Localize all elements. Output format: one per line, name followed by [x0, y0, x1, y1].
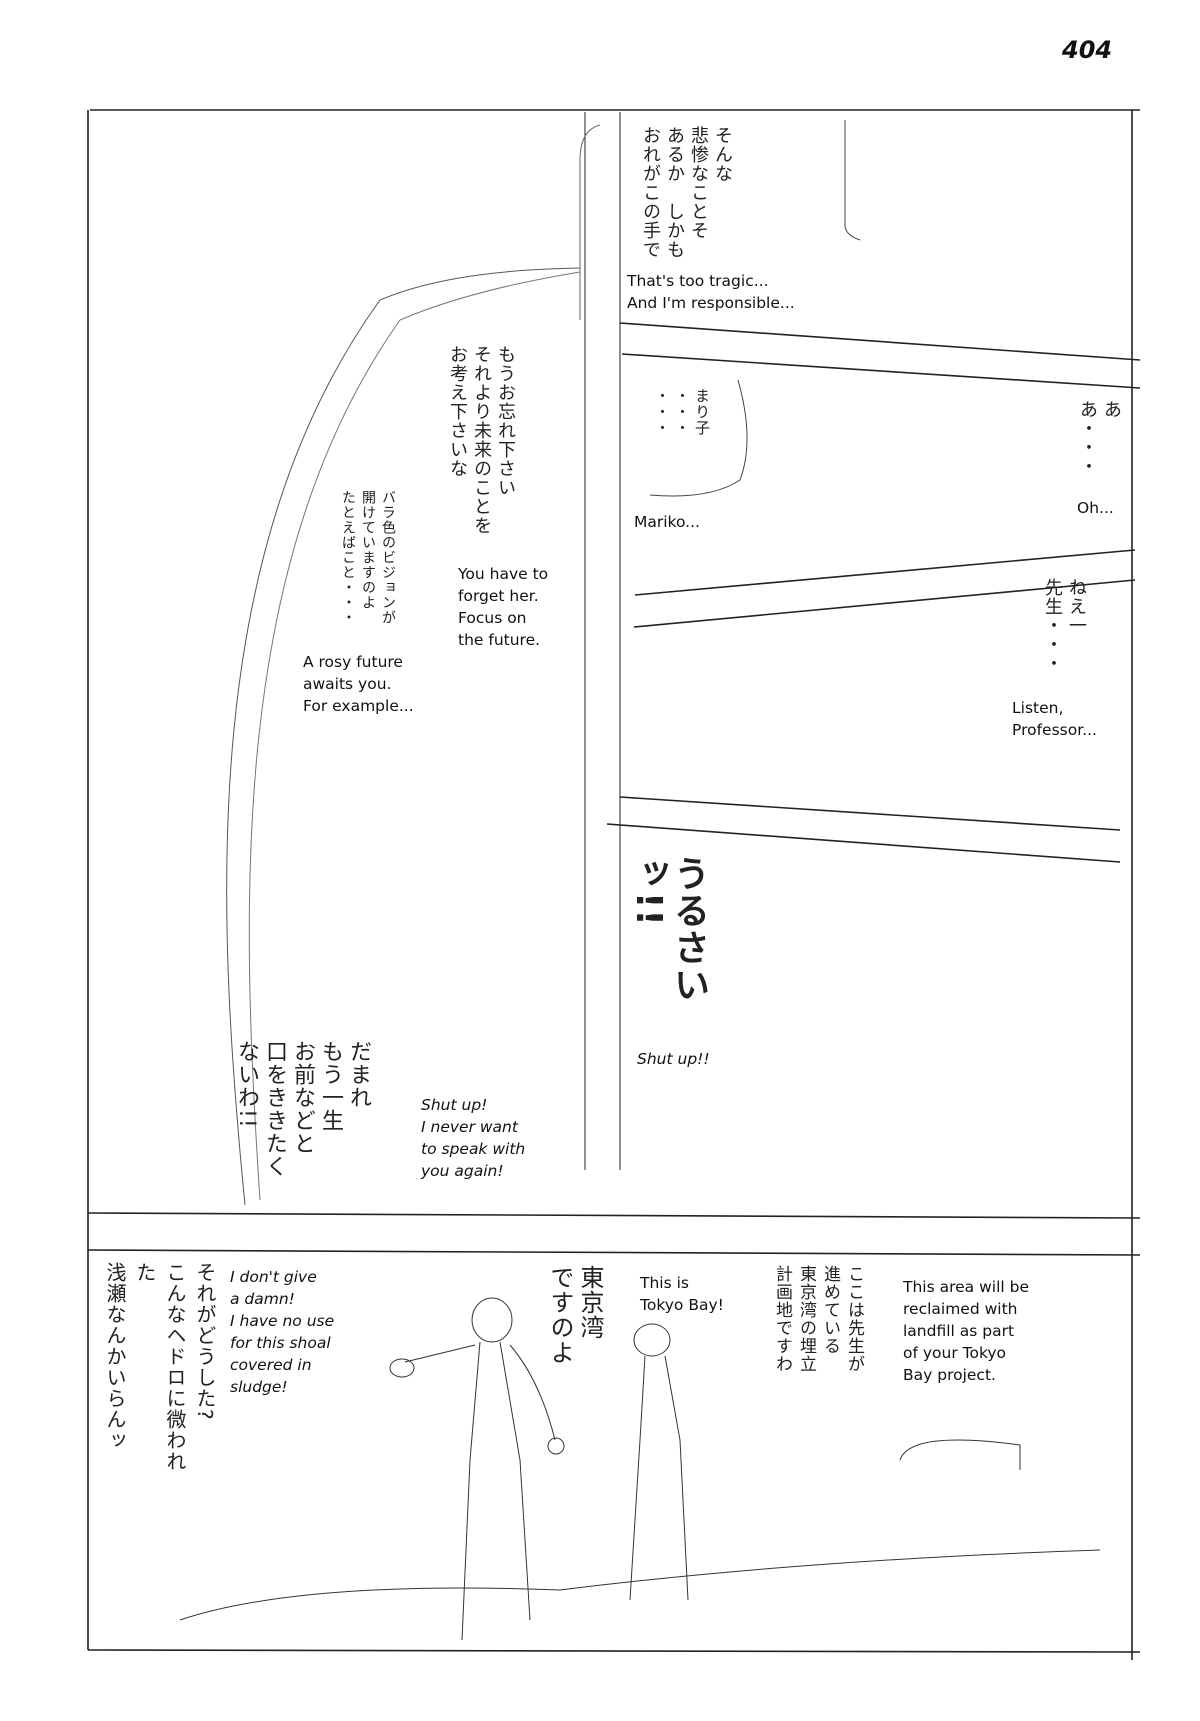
- dialogue-landfill-project: This area will be reclaimed with landfil…: [903, 1278, 1029, 1384]
- dialogue-shut-up-shout: Shut up!!: [637, 1050, 710, 1068]
- japanese-dialogue-mariko: まり子 ・・・ ・・・: [653, 388, 711, 436]
- japanese-dialogue-tokyo-bay: 東京湾 ですのよ: [546, 1265, 604, 1365]
- japanese-dialogue-oh: ああ・・・: [1077, 400, 1122, 476]
- dialogue-too-tragic: That's too tragic... And I'm responsible…: [627, 272, 795, 312]
- page-number: 404: [1062, 36, 1113, 64]
- japanese-dialogue-forget: もうお忘れ下さい それより未来のことを お考え下さいな: [447, 345, 516, 535]
- japanese-dialogue-listen: ねえ一 先生・・・: [1042, 578, 1087, 673]
- dialogue-this-is-tokyo-bay: This is Tokyo Bay!: [640, 1274, 724, 1314]
- dialogue-forget-her: You have to forget her. Focus on the fut…: [458, 565, 549, 649]
- japanese-dialogue-dont-care: それがどうした? こんなヘドロに微われた 浅瀬なんかいらんッ: [103, 1262, 217, 1472]
- dialogue-dont-give-damn: I don't give a damn! I have no use for t…: [230, 1268, 335, 1396]
- japanese-dialogue-landfill: ここは先生が 進めている 東京湾の埋立 計画地ですわ: [772, 1265, 864, 1373]
- dialogue-mariko: Mariko...: [634, 513, 700, 531]
- japanese-dialogue-rosy-future: バラ色のビジョンが 開けていますのよ たとえばこと・・・: [340, 490, 396, 625]
- dialogue-rosy-future: A rosy future awaits you. For example...: [303, 653, 414, 715]
- dialogue-listen-professor: Listen, Professor...: [1012, 699, 1097, 739]
- japanese-shout-urusai: うるさいッ!!: [628, 855, 709, 1003]
- japanese-dialogue-shut-up: だまれ もう一生 お前などと 口をききたく ないわ!!: [234, 1040, 371, 1178]
- dialogue-oh: Oh...: [1077, 499, 1114, 517]
- japanese-dialogue-tragic: そんな 悲惨なことそ あるか しかも おれがこの手で: [640, 126, 733, 259]
- dialogue-shut-up-never-speak: Shut up! I never want to speak with you …: [421, 1096, 526, 1180]
